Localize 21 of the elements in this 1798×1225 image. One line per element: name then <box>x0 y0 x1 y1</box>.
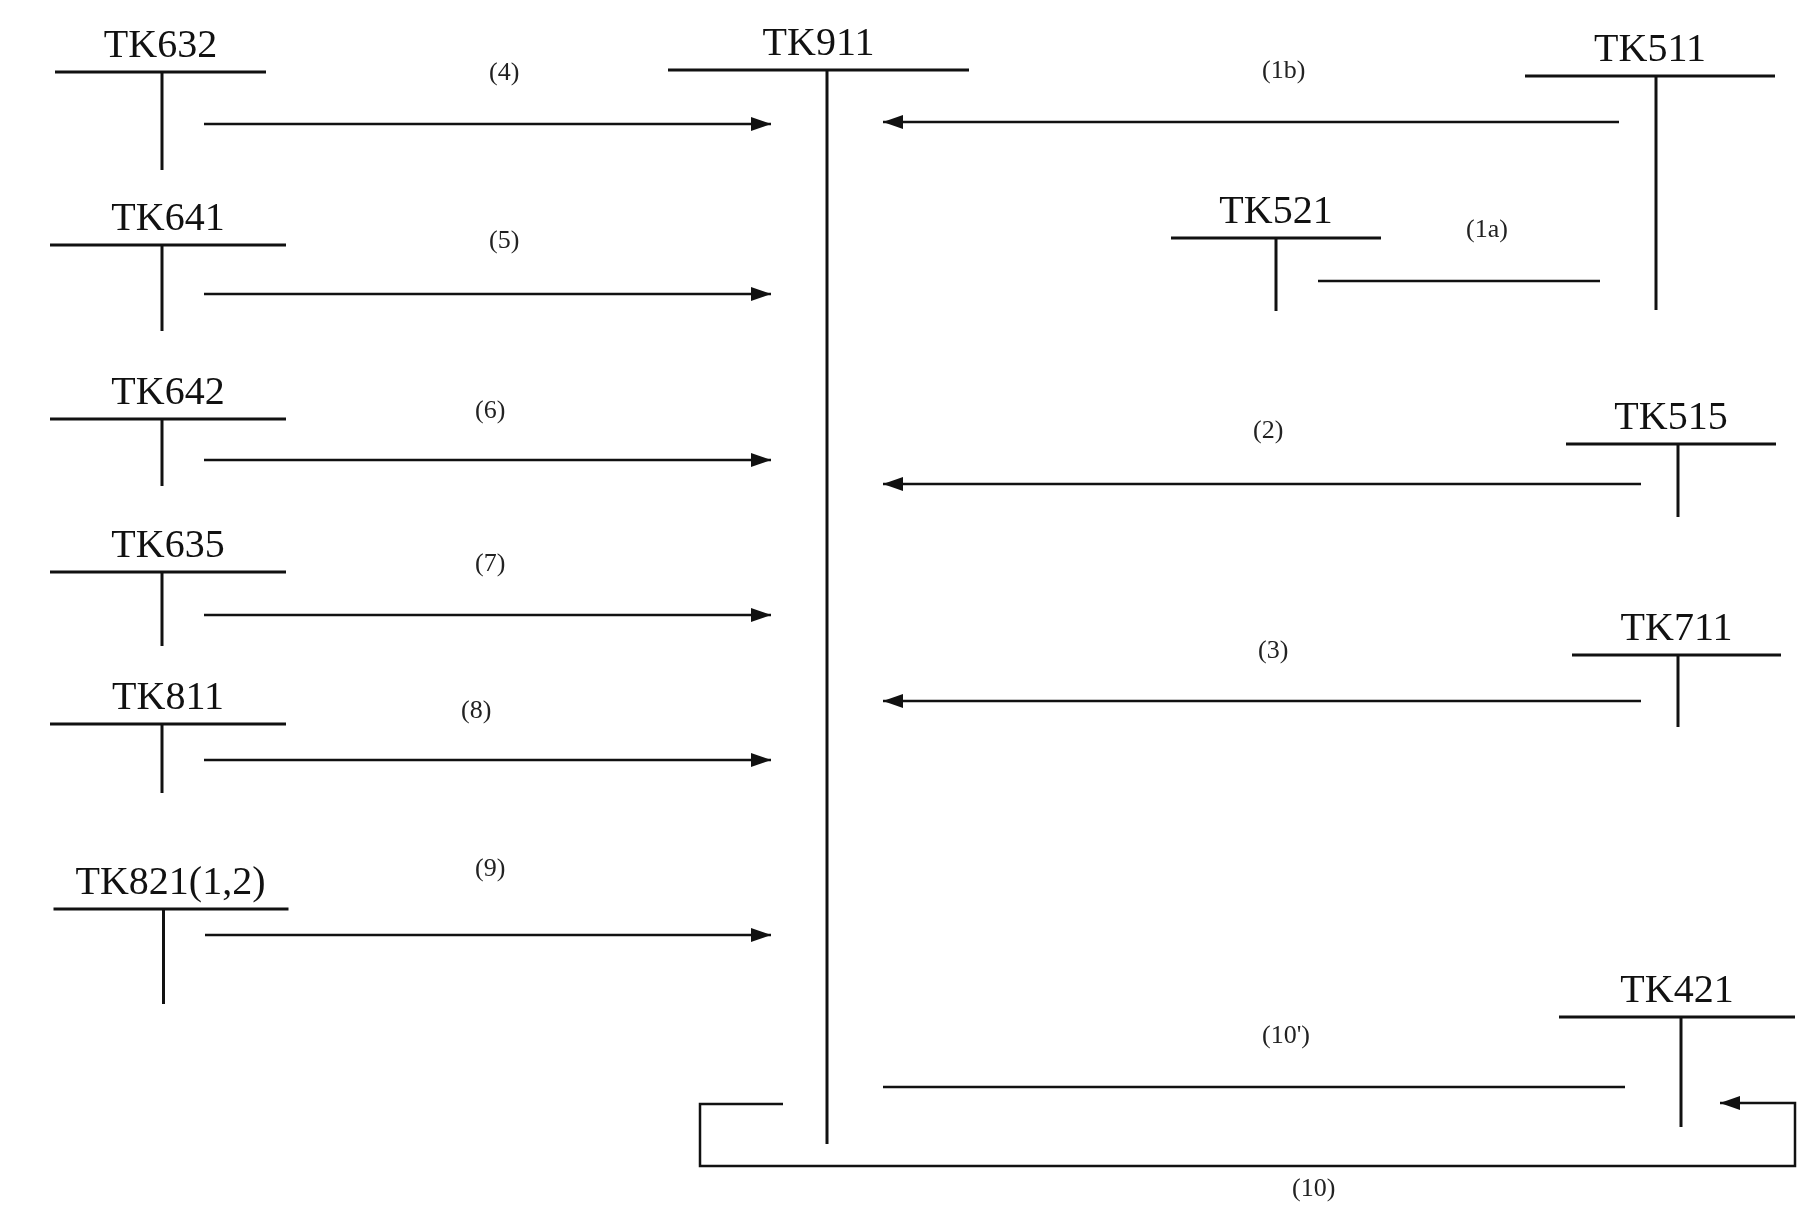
arrow <box>883 115 1619 129</box>
account-name: TK511 <box>1593 28 1707 68</box>
account-name: TK711 <box>1619 607 1734 647</box>
account-name: TK515 <box>1613 396 1729 436</box>
account-name: TK521 <box>1218 190 1334 230</box>
arrow <box>204 453 771 467</box>
arrow <box>883 477 1641 491</box>
arrow <box>204 608 771 622</box>
account-name: TK641 <box>110 197 226 237</box>
arrow <box>204 287 771 301</box>
account-name: TK632 <box>102 24 219 64</box>
account-name: TK821(1,2) <box>74 861 267 901</box>
account-name: TK635 <box>110 524 226 564</box>
account-name: TK811 <box>111 676 225 716</box>
arrow <box>883 694 1641 708</box>
arrow <box>204 117 771 131</box>
arrow <box>204 753 771 767</box>
account-name: TK421 <box>1619 969 1735 1009</box>
arrow <box>205 928 771 942</box>
account-name: TK642 <box>110 371 226 411</box>
account-name: TK911 <box>761 22 876 62</box>
